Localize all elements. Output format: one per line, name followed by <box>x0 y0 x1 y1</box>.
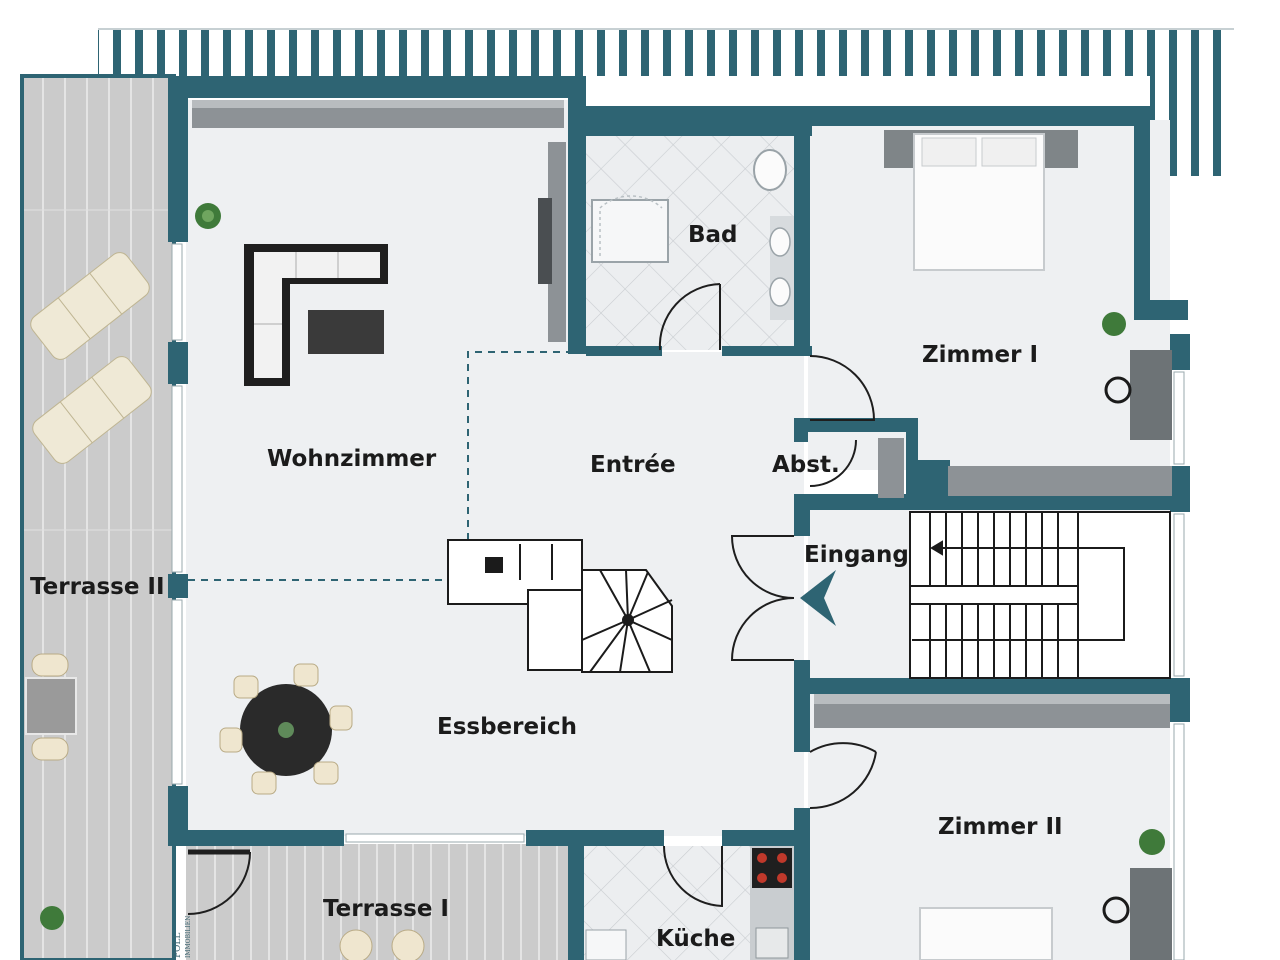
furniture-bath <box>591 149 794 320</box>
terrasse-i-deck <box>186 844 582 960</box>
kitchen-fixtures <box>585 846 794 960</box>
label-wohnzimmer: Wohnzimmer <box>267 446 437 472</box>
logo-text: POLL <box>173 933 183 958</box>
furniture-zimmer-ii <box>814 694 1172 960</box>
room-labels: Wohnzimmer Bad Zimmer I Entrée Abst. Ein… <box>30 222 1063 952</box>
stairs-eingang <box>909 511 1171 679</box>
walls <box>168 76 1190 960</box>
dining-table <box>219 663 353 795</box>
balcony-railing <box>98 28 1234 176</box>
poll-logo: POLL IMMOBILIEN <box>173 916 192 958</box>
logo-subtext: IMMOBILIEN <box>185 916 192 958</box>
label-kueche: Küche <box>656 926 735 952</box>
label-essbereich: Essbereich <box>437 714 577 740</box>
label-abst: Abst. <box>772 452 840 478</box>
label-zimmer-i: Zimmer I <box>922 342 1038 368</box>
label-terrasse-i: Terrasse I <box>323 896 449 922</box>
furniture-zimmer-i <box>884 130 1172 496</box>
doors <box>187 283 877 915</box>
label-entree: Entrée <box>590 452 676 478</box>
zone-separators <box>188 351 568 581</box>
label-zimmer-ii: Zimmer II <box>938 814 1063 840</box>
windows <box>171 243 1185 960</box>
terrace-furniture <box>25 252 425 960</box>
entrance-arrow-icon <box>800 570 836 626</box>
label-bad: Bad <box>688 222 738 248</box>
abst-shelf <box>878 438 904 498</box>
stairs-entree <box>447 539 673 673</box>
terrasse-ii-deck <box>22 76 174 960</box>
label-terrasse-ii: Terrasse II <box>30 574 165 600</box>
furniture-living <box>192 100 566 386</box>
label-eingang: Eingang <box>804 542 909 568</box>
